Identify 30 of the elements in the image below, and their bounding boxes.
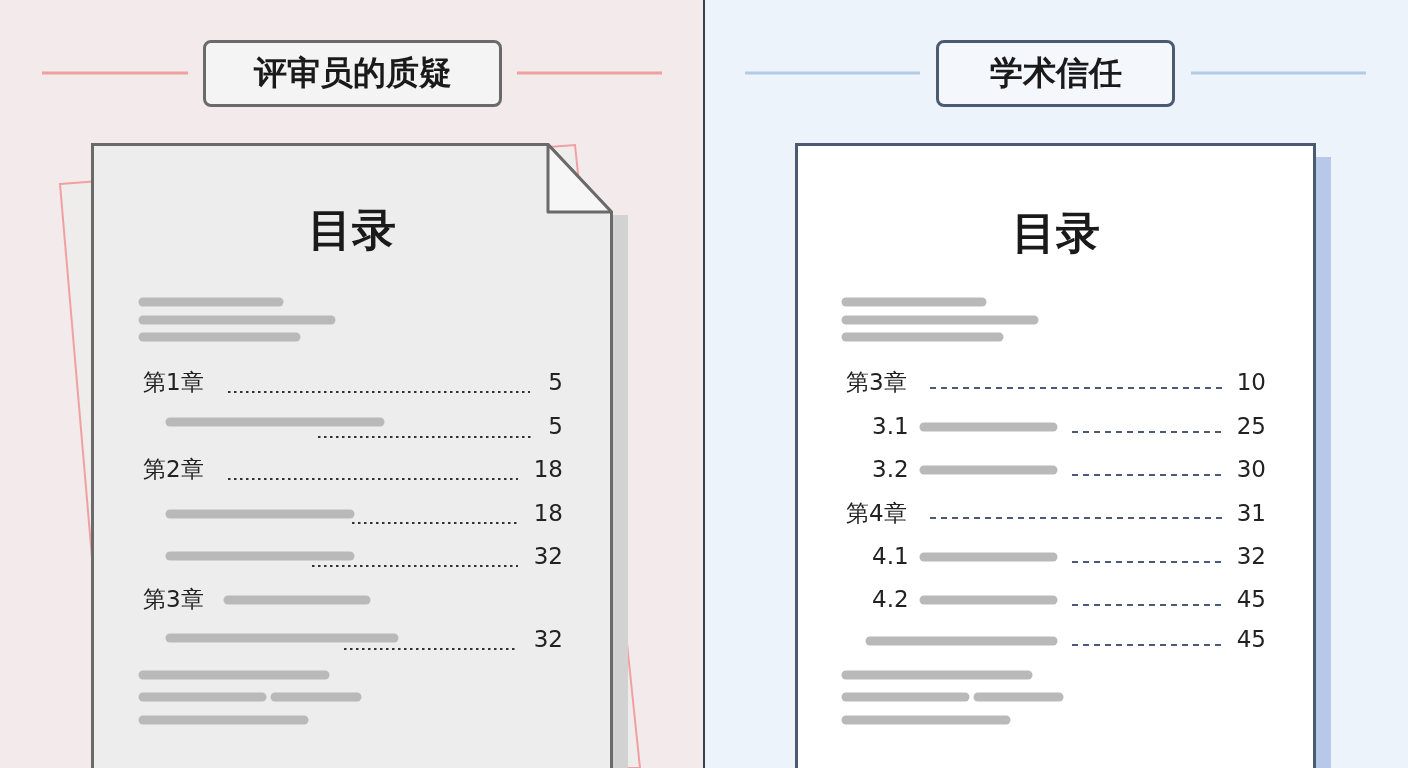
page-number: 25 (1236, 414, 1266, 440)
page-number: 10 (1236, 370, 1266, 396)
toc-entry: 第1章 (143, 370, 204, 396)
page-number: 45 (1236, 587, 1266, 613)
toc-entry: 3.1 (872, 414, 909, 440)
toc-entry: 第2章 (143, 457, 204, 483)
document-title: 目录 (308, 203, 396, 257)
document-page (91, 143, 613, 768)
page-number: 32 (533, 627, 563, 653)
document-page (795, 143, 1316, 768)
page-number: 32 (533, 544, 563, 570)
toc-entry: 3.2 (872, 457, 909, 483)
toc-entry: 4.2 (872, 587, 909, 613)
page-number: 18 (533, 457, 563, 483)
page-number: 45 (1236, 627, 1266, 653)
page-number: 32 (1236, 544, 1266, 570)
heading-box (203, 40, 502, 107)
heading-box (936, 40, 1175, 107)
document-title: 目录 (1011, 206, 1100, 260)
page-number: 18 (533, 501, 563, 527)
page-number: 5 (548, 414, 563, 440)
page-number: 31 (1236, 501, 1266, 527)
heading-text: 评审员的质疑 (253, 52, 452, 94)
toc-entry: 4.1 (872, 544, 909, 570)
toc-entry: 第3章 (143, 587, 204, 613)
page-number: 5 (548, 370, 563, 396)
heading-text: 学术信任 (989, 52, 1122, 94)
page-number: 30 (1236, 457, 1266, 483)
toc-entry: 第4章 (846, 501, 907, 527)
toc-entry: 第3章 (846, 370, 907, 396)
